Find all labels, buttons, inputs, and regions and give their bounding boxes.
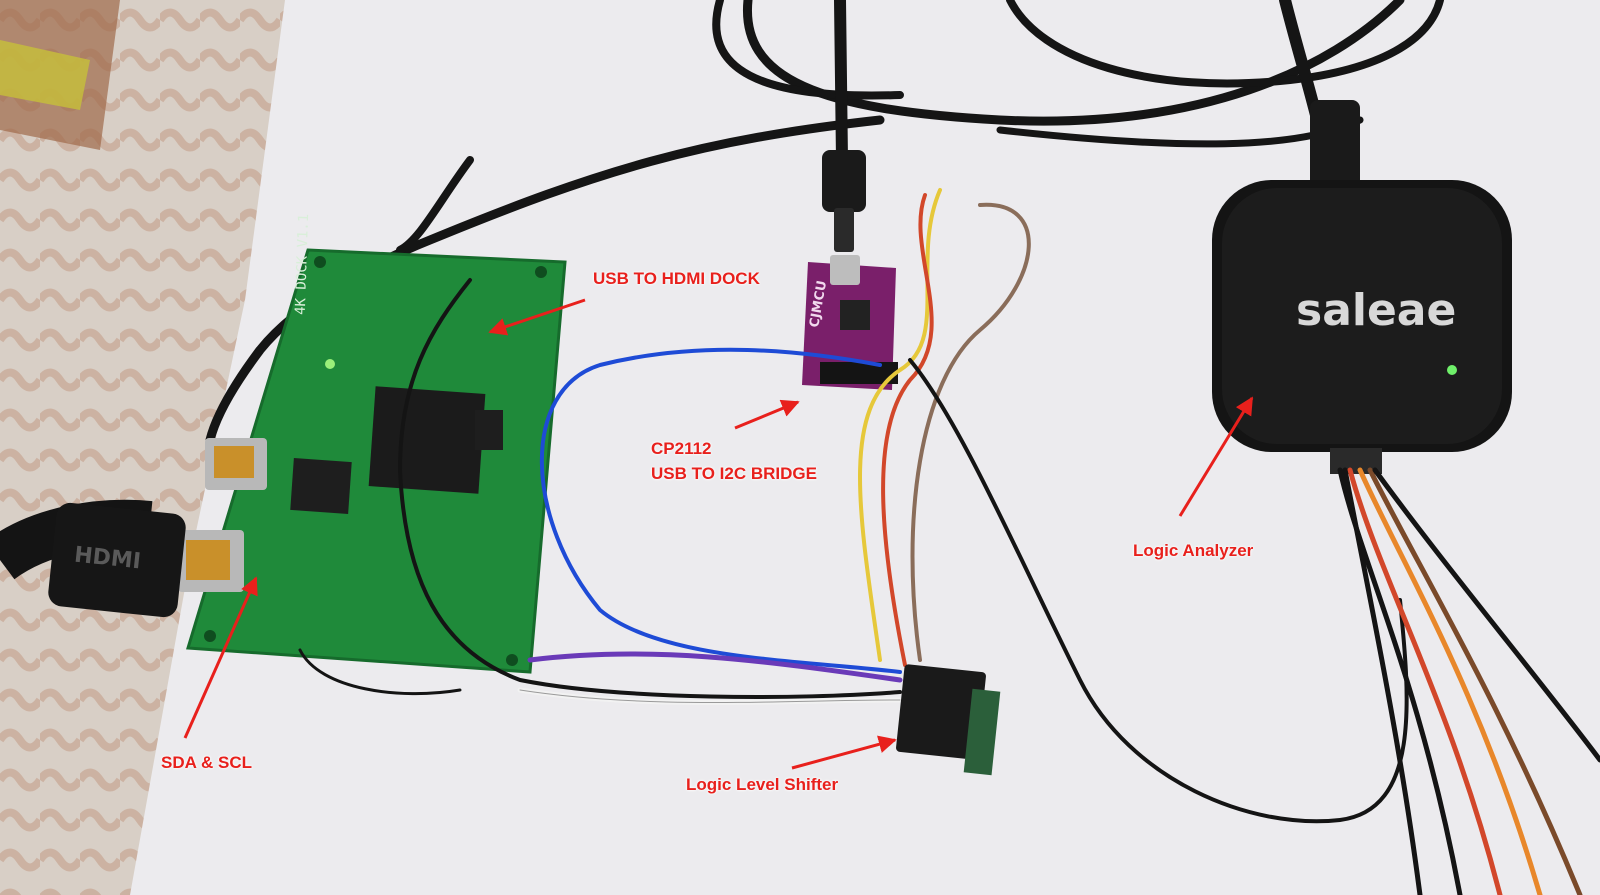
arrow-sda-scl [183,576,258,739]
jumper-wires [298,188,1409,824]
callout-cp2112-line1: CP2112 [651,439,712,458]
usb-plug-tip [834,208,854,252]
callout-logic-analyzer: Logic Analyzer [1133,541,1254,560]
callout-usb-hdmi-dock: USB TO HDMI DOCK [593,269,760,288]
callout-sda-scl: SDA & SCL [161,753,252,772]
pcb-silkscreen: 4K DOCK V1.1 [293,213,313,315]
analyzer-probe-wires [1337,467,1600,895]
callout-arrows [183,298,1254,770]
main-chip [368,386,486,494]
usb-plug-bridge [822,150,866,212]
arrow-level-shifter [791,735,897,770]
arrow-logic-analyzer [1178,396,1254,517]
callout-cp2112: CP2112 USB TO I2C BRIDGE [651,436,817,486]
logic-level-shifter [896,664,1001,776]
cp2112-board: CJMCU [802,255,898,390]
usb-cables [205,0,1444,445]
usb-plug-analyzer [1310,100,1360,200]
callout-level-shifter: Logic Level Shifter [686,775,839,794]
pcb-led [325,359,335,369]
yellow-patch [0,40,90,110]
secondary-chip [290,458,352,514]
small-chip [475,410,503,450]
saleae-logic-analyzer: saleae [1212,180,1512,474]
callout-cp2112-line2: USB TO I2C BRIDGE [651,464,817,483]
arrow-usb-hdmi-dock [488,298,586,336]
arrow-cp2112 [734,399,800,430]
analyzer-led [1447,365,1457,375]
hdmi-dock-pcb: 4K DOCK V1.1 [178,213,567,674]
analyzer-brand: saleae [1296,285,1456,336]
hdmi-plug [48,502,186,618]
